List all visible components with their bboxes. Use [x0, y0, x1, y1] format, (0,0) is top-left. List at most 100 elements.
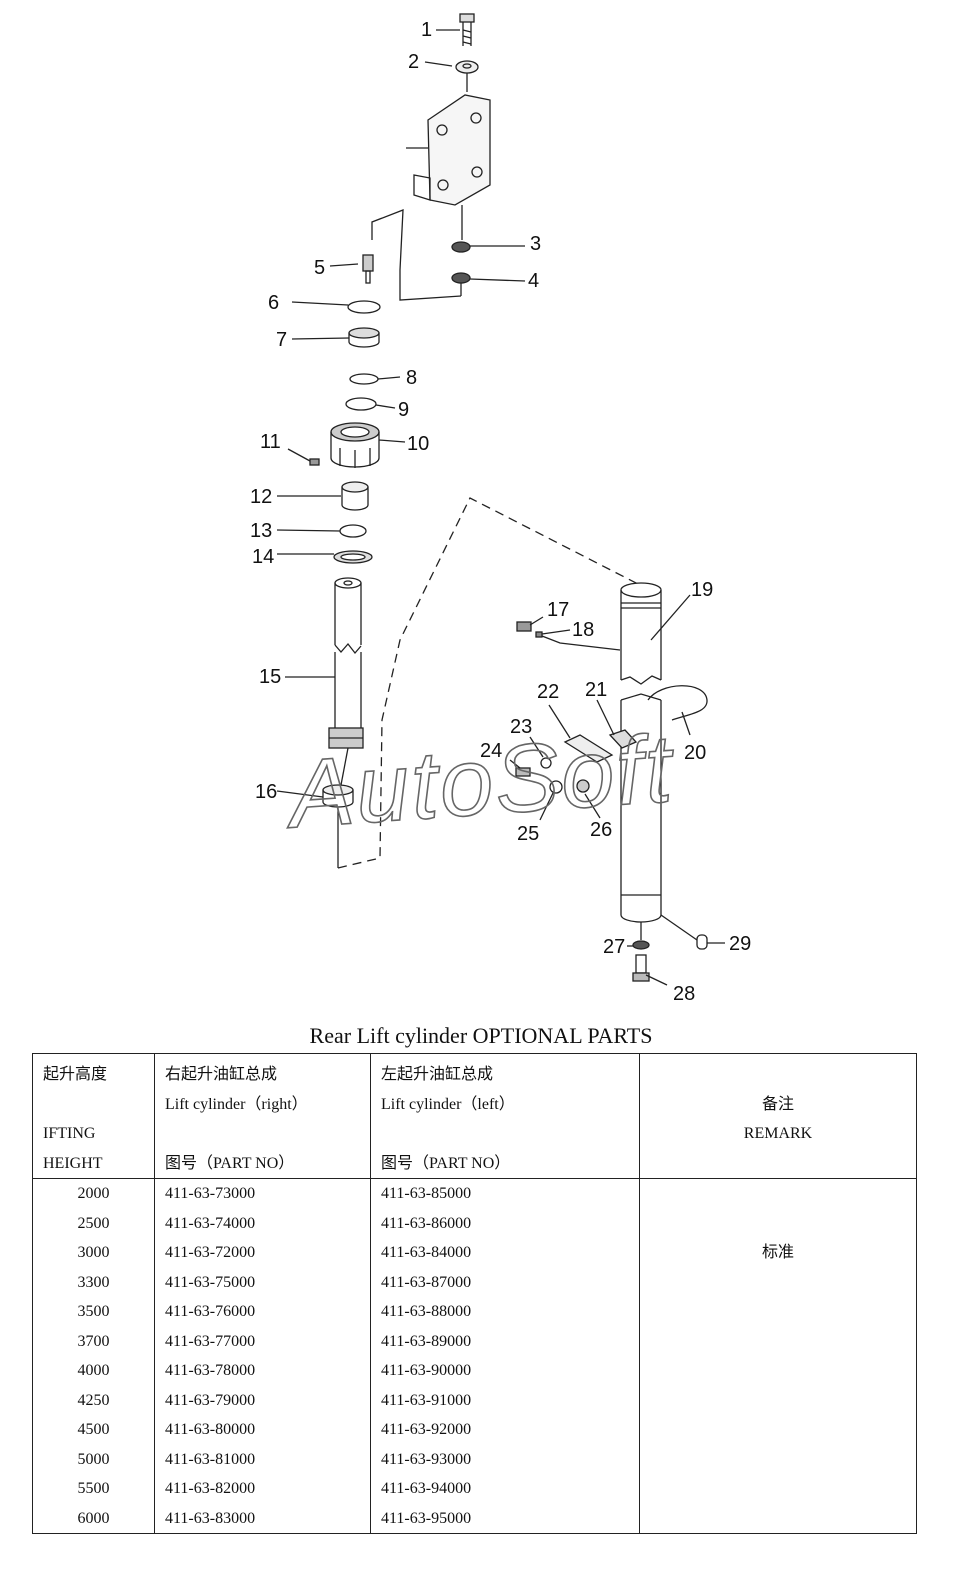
table-header-row: 起升高度 IFTING HEIGHT 右起升油缸总成 Lift cylinder…	[32, 1053, 917, 1179]
lifting-height-value: 4250	[77, 1391, 110, 1409]
callout-19: 19	[691, 579, 713, 601]
header-left-line: 左起升油缸总成	[381, 1066, 494, 1083]
header-right-line: Lift cylinder（right）	[165, 1095, 308, 1113]
part-14-seal	[333, 550, 373, 564]
header-left-line	[381, 1119, 629, 1149]
right-part-number: 411-63-80000	[165, 1421, 256, 1438]
lifting-height-value: 3000	[77, 1244, 110, 1261]
header-height-line: HEIGHT	[43, 1154, 103, 1172]
right-part-number: 411-63-81000	[165, 1450, 256, 1468]
callout-1: 1	[421, 19, 432, 41]
lifting-height-value: 5000	[77, 1450, 110, 1468]
callout-14: 14	[252, 546, 274, 568]
part-16-piston	[322, 784, 354, 808]
header-remark: 备注 REMARK	[639, 1053, 917, 1179]
callout-11: 11	[260, 431, 281, 453]
callout-5: 5	[314, 257, 325, 279]
part-7-bushing	[348, 327, 380, 348]
callout-6: 6	[268, 292, 279, 314]
right-part-number: 411-63-82000	[165, 1480, 256, 1497]
callout-29: 29	[729, 933, 751, 955]
right-part-number: 411-63-75000	[165, 1273, 256, 1291]
lifting-height-value: 3300	[77, 1273, 110, 1291]
part-2-washer	[455, 60, 479, 74]
lifting-height-value: 2500	[77, 1214, 110, 1232]
left-part-number: 411-63-90000	[381, 1362, 472, 1379]
part-9-ring	[345, 397, 377, 411]
remark-standard: 标准	[761, 1244, 794, 1261]
left-part-number: 411-63-91000	[381, 1391, 472, 1409]
callout-12: 12	[250, 486, 272, 508]
right-part-number: 411-63-76000	[165, 1303, 256, 1320]
header-height-line	[43, 1090, 144, 1120]
left-part-number: 411-63-93000	[381, 1450, 472, 1468]
header-left-line: 图号（PART NO）	[381, 1154, 511, 1172]
right-part-number: 411-63-78000	[165, 1362, 256, 1379]
bracket-plate	[406, 94, 491, 206]
left-part-number: 411-63-95000	[381, 1509, 472, 1527]
part-28-bolt	[632, 954, 650, 982]
left-part-number: 411-63-92000	[381, 1421, 472, 1438]
callout-8: 8	[406, 367, 417, 389]
header-right-line	[165, 1119, 360, 1149]
part-8-ring	[349, 373, 379, 385]
right-part-number-column: 411-63-73000 411-63-74000 411-63-72000 4…	[154, 1178, 371, 1534]
lifting-height-value: 3700	[77, 1332, 110, 1350]
part-11-screw	[309, 458, 320, 466]
callout-18: 18	[572, 619, 594, 641]
callout-4: 4	[528, 270, 539, 292]
lifting-height-value: 4500	[77, 1421, 110, 1438]
callout-20: 20	[684, 742, 706, 764]
table-title: Rear Lift cylinder OPTIONAL PARTS	[309, 1023, 653, 1048]
callout-9: 9	[398, 399, 409, 421]
callout-13: 13	[250, 520, 272, 542]
part-24-bolt	[515, 767, 531, 777]
right-part-number: 411-63-77000	[165, 1332, 256, 1350]
callout-22: 22	[537, 681, 559, 703]
part-20-oil-pipe	[647, 685, 708, 721]
part-19-cylinder-tube	[620, 582, 662, 923]
right-part-number: 411-63-72000	[165, 1244, 256, 1261]
left-part-number: 411-63-87000	[381, 1273, 472, 1291]
lifting-height-value: 3500	[77, 1303, 110, 1320]
part-5-plug	[362, 254, 374, 284]
part-27-washer	[632, 940, 650, 950]
callout-21: 21	[585, 679, 607, 701]
part-25-washer	[549, 780, 563, 794]
header-remark-line	[650, 1149, 906, 1179]
callout-28: 28	[673, 983, 695, 1005]
part-4-nut	[451, 272, 471, 284]
parts-table: 起升高度 IFTING HEIGHT 右起升油缸总成 Lift cylinder…	[32, 1053, 917, 1534]
callout-26: 26	[590, 819, 612, 841]
lifting-height-value: 6000	[77, 1509, 110, 1527]
header-remark-line: REMARK	[743, 1125, 813, 1142]
header-left-line: Lift cylinder（left）	[381, 1095, 515, 1113]
part-6-ring	[347, 300, 381, 314]
part-17-fitting	[516, 621, 532, 632]
table-body-row: 2000 2500 3000 3300 3500 3700 4000 4250 …	[32, 1178, 917, 1534]
callout-10: 10	[407, 433, 429, 455]
callout-3: 3	[530, 233, 541, 255]
header-right-line: 右起升油缸总成	[165, 1066, 278, 1083]
left-part-number: 411-63-85000	[381, 1185, 472, 1202]
callout-24: 24	[480, 740, 502, 762]
left-part-number: 411-63-84000	[381, 1244, 472, 1261]
part-3-nut	[451, 241, 471, 253]
part-10-cylinder-head	[330, 422, 380, 468]
callout-23: 23	[510, 716, 532, 738]
part-21-clamp	[608, 729, 638, 749]
left-part-number: 411-63-94000	[381, 1480, 472, 1497]
header-remark-line	[650, 1060, 906, 1090]
callout-25: 25	[517, 823, 539, 845]
part-22-plate	[563, 734, 614, 763]
callout-2: 2	[408, 51, 419, 73]
lifting-height-value: 4000	[77, 1362, 110, 1379]
header-right-cylinder: 右起升油缸总成 Lift cylinder（right） 图号（PART NO）	[154, 1053, 371, 1179]
lifting-height-value: 2000	[77, 1185, 110, 1202]
part-29-pin	[696, 934, 708, 950]
right-part-number: 411-63-79000	[165, 1391, 256, 1409]
left-part-number: 411-63-89000	[381, 1332, 472, 1350]
callout-15: 15	[259, 666, 281, 688]
part-18-seal	[535, 631, 543, 638]
header-height-line: IFTING	[43, 1125, 96, 1142]
